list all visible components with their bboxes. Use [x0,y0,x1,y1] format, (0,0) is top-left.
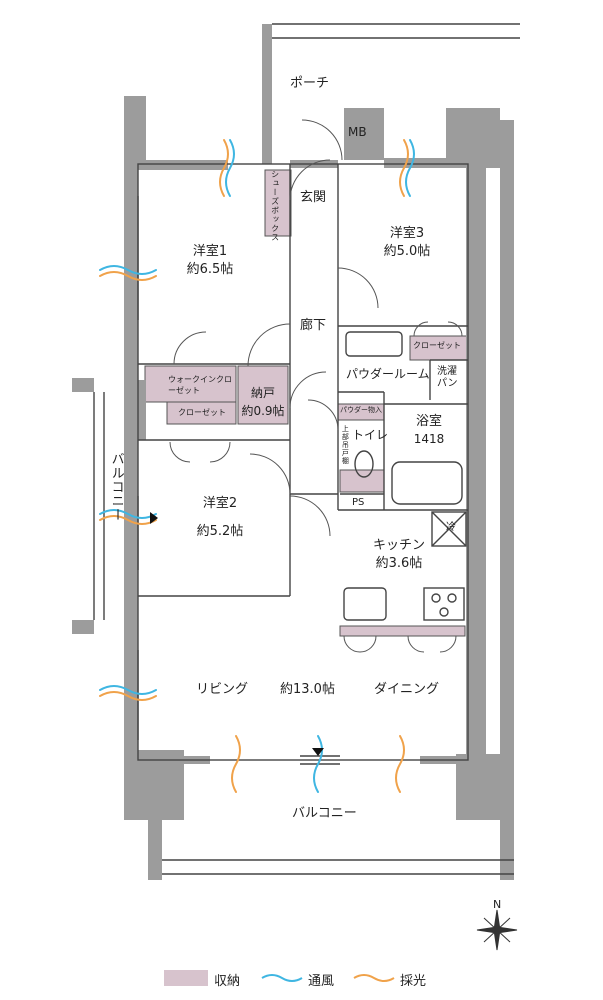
porch-label: ポーチ [290,76,330,91]
toilet-label: トイレ [352,428,389,442]
western2-name: 洋室2 [202,496,238,511]
ps-label: PS [352,497,365,508]
arrow-marker-west [150,512,158,524]
hallway-label: 廊下 [300,318,327,333]
walls [72,24,514,880]
storage-room-name: 納戸 [250,386,275,400]
arrow-marker-south [312,748,324,756]
compass-north-label: N [493,898,502,911]
bath-size: 1418 [413,432,445,446]
kitchen-name: キッチン [372,538,425,553]
legend-ventilation-label: 通風 [308,974,335,989]
south-balcony-label: バルコニー [292,806,357,821]
dining-label: ダイニング [374,682,440,697]
mb-label: MB [348,125,367,139]
shoe-box-area [264,169,292,237]
door-swings [169,119,463,653]
western1-name: 洋室1 [192,244,228,259]
legend-ventilation-icon [261,974,303,982]
legend-daylight-label: 採光 [400,974,427,989]
kitchen-size: 約3.6帖 [375,556,423,571]
entrance-label: 玄関 [300,190,327,205]
kitchen-storage-strip [339,625,466,637]
walkin-closet-label: ウォークインクローゼット [168,375,232,395]
fridge-label: 冷 [446,522,456,533]
ld-size-label: 約13.0帖 [280,682,335,697]
shoe-box-label: シューズボックス [270,170,280,242]
western3-size: 約5.0帖 [383,244,431,259]
walkin-closet-area [144,365,237,403]
powder-room-label: パウダールーム [346,367,430,381]
western2-size: 約5.2帖 [196,524,244,539]
storage-room-area [237,365,289,425]
closet-w1-label: クローゼット [178,408,226,417]
closet-w1-area [166,401,237,425]
storage-room-size: 約0.9帖 [241,404,285,418]
bath-name: 浴室 [415,414,442,429]
washing-pan-label: 洗濯パン [437,366,458,389]
toilet-storage-area [339,469,385,493]
living-label: リビング [196,682,249,697]
upper-cabinet-label: 上部吊戸棚 [341,425,350,465]
interior-lines [93,23,520,875]
airflow-light-symbols [99,139,415,793]
legend-storage-label: 収納 [214,974,241,989]
powder-storage-label: パウダー物入 [340,406,382,414]
western1-size: 約6.5帖 [186,262,234,277]
western3-name: 洋室3 [389,226,425,241]
storage-areas [144,169,469,637]
compass-rose-icon [476,909,518,951]
legend-storage-swatch [164,970,208,986]
side-balcony-label: バルコニー [108,452,124,522]
legend-daylight-icon [353,974,395,982]
closet-w3-label: クローゼット [413,341,461,350]
